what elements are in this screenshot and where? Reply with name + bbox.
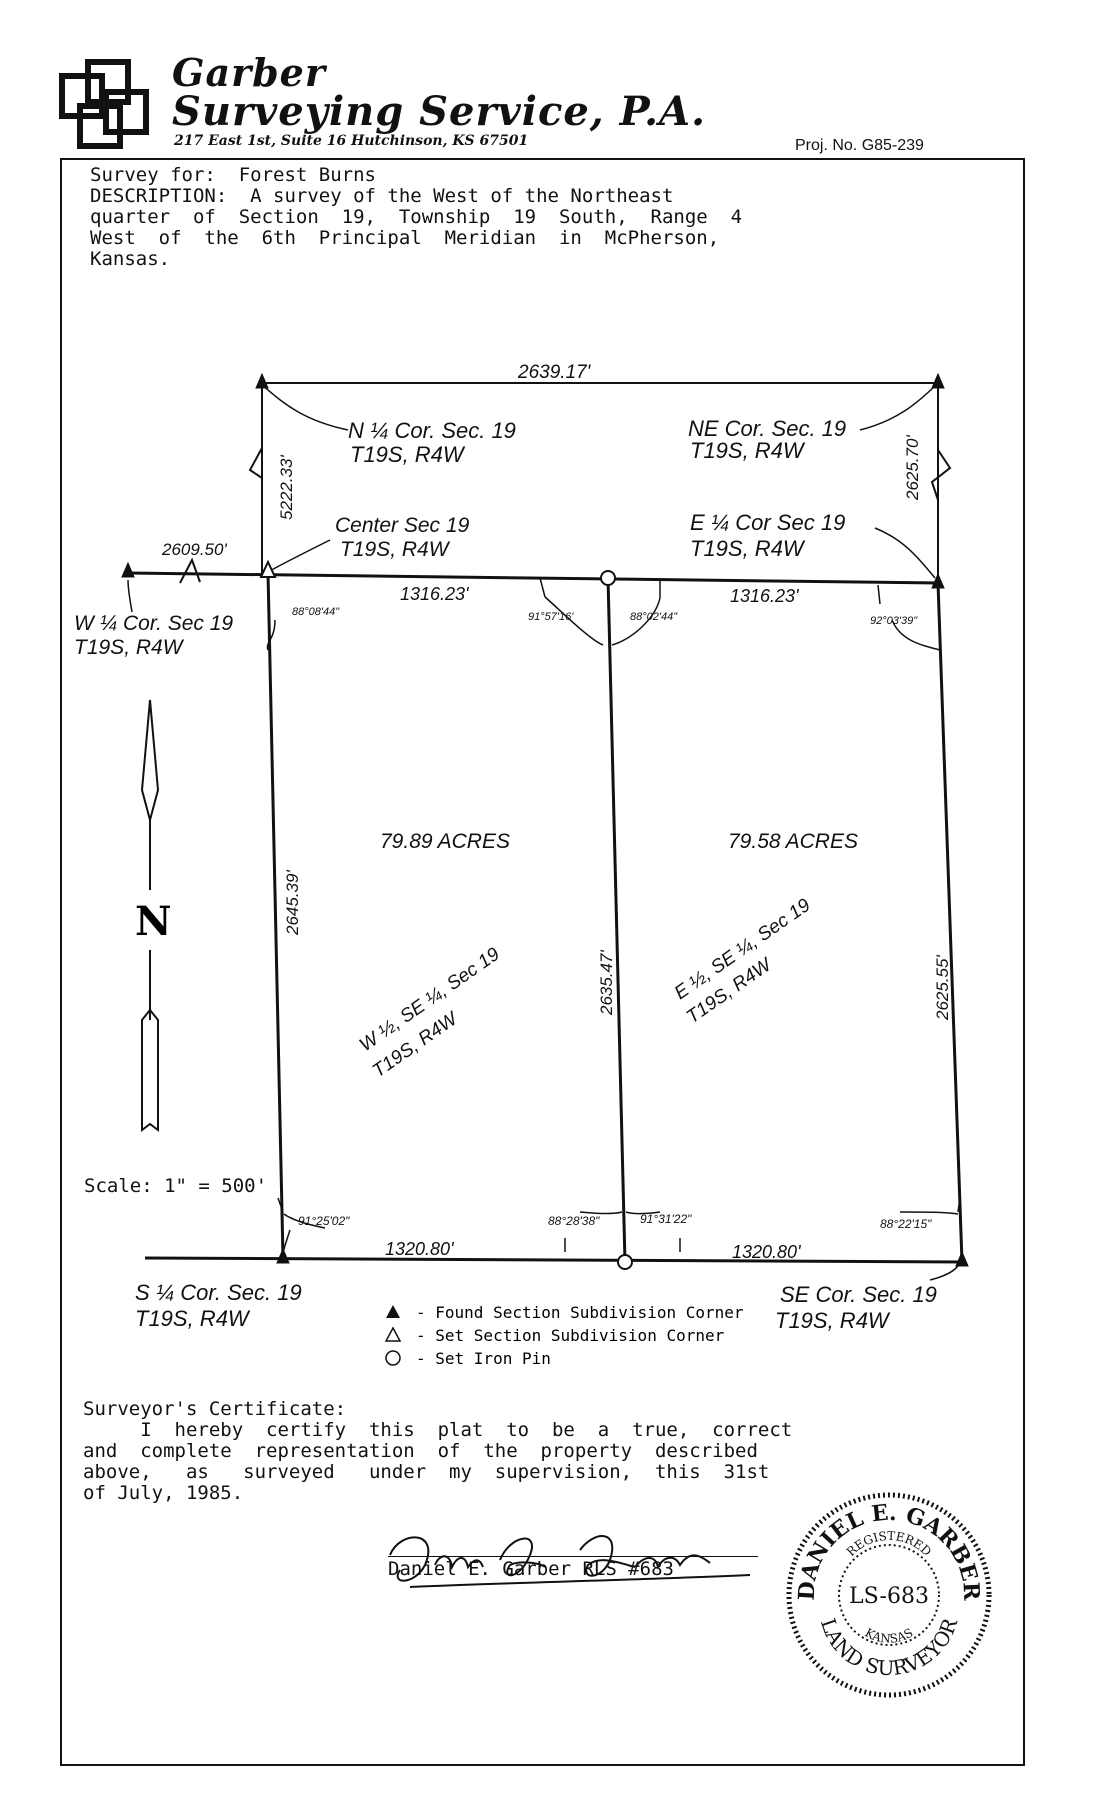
- seal-title: LAND SURVEYOR: [816, 1614, 963, 1680]
- legend-found-icon: [386, 1305, 400, 1318]
- east-acres: 79.58 ACRES: [728, 830, 858, 853]
- west-boundary: [266, 572, 285, 1259]
- dim-west-offset: 2609.50': [161, 540, 227, 559]
- found-corner-icon: [955, 1250, 969, 1267]
- angle-nc-e: 88°02'44": [630, 611, 678, 623]
- dim-center-line: 2635.47': [597, 950, 616, 1016]
- quarter-line: [127, 571, 939, 585]
- signature-icon: [389, 1535, 751, 1588]
- legend-set-icon: [384, 1326, 402, 1342]
- dim-north-west: 5222.33': [277, 455, 296, 520]
- label-w-quarter: W ¼ Cor. Sec 19: [74, 612, 233, 635]
- label-n-quarter-twp: T19S, R4W: [350, 442, 466, 467]
- west-acres: 79.89 ACRES: [380, 830, 510, 853]
- label-ne-twp: T19S, R4W: [690, 438, 806, 463]
- found-corner-icon: [121, 561, 135, 578]
- dim-north-east: 2625.70': [903, 435, 922, 501]
- project-number: Proj. No. G85-239: [795, 137, 924, 154]
- found-corner-icon: [931, 572, 945, 589]
- signature-line: [388, 1556, 758, 1557]
- label-se-twp: T19S, R4W: [775, 1308, 891, 1333]
- surveyor-seal-icon: DANIEL E. GARBER REGISTERED LS-683 KANSA…: [786, 1492, 992, 1698]
- label-ne: NE Cor. Sec. 19: [688, 416, 846, 441]
- dim-top: 2639.17': [517, 362, 592, 383]
- seal-state: KANSAS: [863, 1626, 916, 1646]
- dim-bottom-east: 1320.80': [732, 1242, 801, 1262]
- plat-frame: [60, 158, 1025, 1766]
- dim-mid-west: 1316.23': [400, 584, 469, 604]
- company-logo-icon: [59, 59, 149, 149]
- seal-number: LS-683: [849, 1584, 929, 1609]
- set-corner-icon: [259, 559, 277, 578]
- dim-mid-east: 1316.23': [730, 586, 799, 606]
- scale-label: Scale: 1" = 500': [84, 1175, 267, 1197]
- north-arrow-icon: [140, 699, 160, 1132]
- label-s-quarter: S ¼ Cor. Sec. 19: [135, 1280, 302, 1305]
- svg-text:KANSAS: KANSAS: [863, 1626, 916, 1646]
- label-center: Center Sec 19: [335, 514, 470, 537]
- company-address: 217 East 1st, Suite 16 Hutchinson, KS 67…: [174, 133, 529, 149]
- found-corner-icon: [931, 372, 945, 389]
- certificate-text: I hereby certify this plat to be a true,…: [83, 1419, 793, 1504]
- svg-text:LAND SURVEYOR: LAND SURVEYOR: [816, 1614, 963, 1680]
- dim-right-side: 2625.55': [933, 955, 952, 1021]
- angle-ne: 92°03'39": [870, 615, 918, 627]
- signer-name: Daniel E. Garber RLS #683: [388, 1558, 674, 1580]
- label-center-twp: T19S, R4W: [340, 538, 451, 561]
- description-line: DESCRIPTION: A survey of the West of the…: [90, 185, 674, 207]
- description-line: Kansas.: [90, 248, 171, 270]
- found-corner-icon: [255, 372, 269, 389]
- company-name-2: Surveying Service, P.A.: [172, 88, 706, 135]
- company-name: Garber: [172, 50, 326, 95]
- label-w-quarter-twp: T19S, R4W: [74, 636, 185, 659]
- south-section-line: [144, 1256, 963, 1264]
- description-line: West of the 6th Principal Meridian in Mc…: [90, 227, 720, 249]
- legend-found: - Found Section Subdivision Corner: [416, 1303, 744, 1322]
- label-se: SE Cor. Sec. 19: [780, 1282, 937, 1307]
- angle-nc-w: 91°57'16': [528, 611, 574, 623]
- certificate-title: Surveyor's Certificate:: [83, 1398, 347, 1420]
- angle-sc-e: 91°31'22": [640, 1212, 692, 1226]
- legend-set: - Set Section Subdivision Corner: [416, 1326, 725, 1345]
- label-e-quarter: E ¼ Cor Sec 19: [690, 510, 845, 535]
- iron-pin-icon: [617, 1254, 633, 1270]
- legend-pin: - Set Iron Pin: [416, 1349, 551, 1368]
- angle-sw: 91°25'02": [298, 1214, 350, 1228]
- legend-pin-icon: [385, 1350, 401, 1366]
- dim-bottom-west: 1320.80': [385, 1239, 454, 1259]
- found-corner-icon: [276, 1247, 290, 1264]
- label-n-quarter: N ¼ Cor. Sec. 19: [348, 418, 516, 443]
- center-line: [606, 577, 627, 1263]
- description-line: quarter of Section 19, Township 19 South…: [90, 206, 743, 228]
- angle-nw: 88°08'44": [292, 606, 340, 618]
- dim-left-side: 2645.39': [283, 870, 302, 936]
- label-s-quarter-twp: T19S, R4W: [135, 1306, 251, 1331]
- survey-for: Survey for: Forest Burns: [90, 164, 376, 186]
- east-boundary: [936, 582, 964, 1263]
- label-e-quarter-twp: T19S, R4W: [690, 536, 806, 561]
- angle-sc-w: 88°28'38": [548, 1214, 600, 1228]
- angle-se: 88°22'15": [880, 1217, 932, 1231]
- north-label: N: [135, 898, 172, 945]
- iron-pin-icon: [600, 570, 616, 586]
